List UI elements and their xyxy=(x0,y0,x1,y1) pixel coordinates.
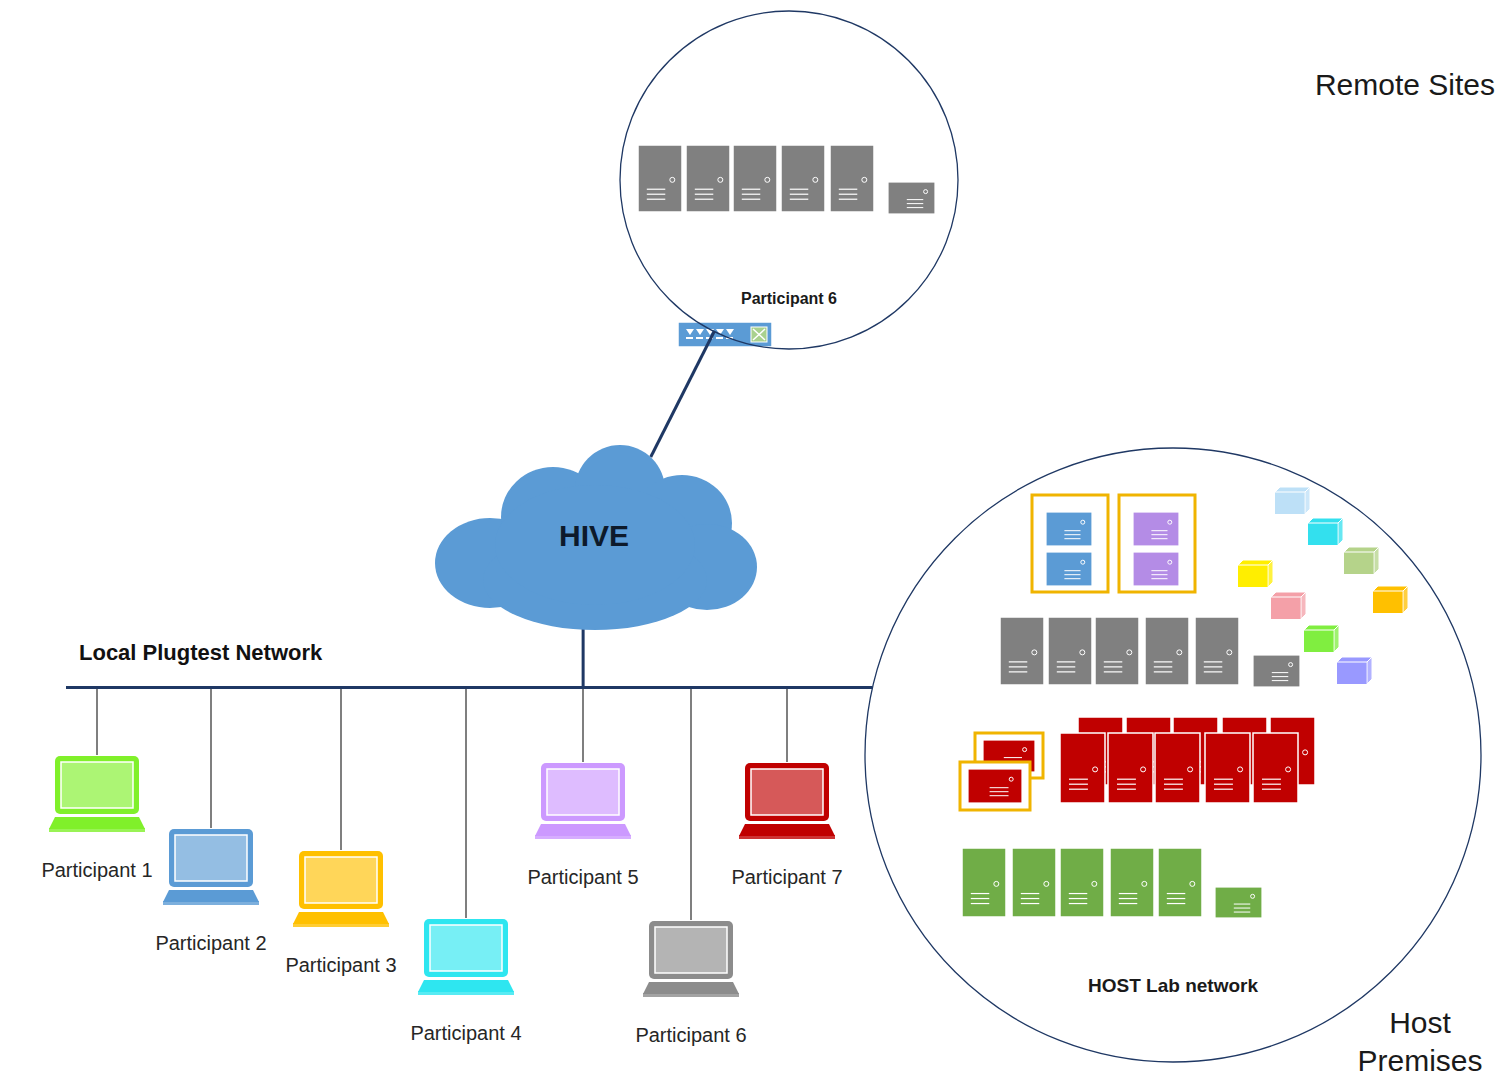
participant-laptop: Participant 2 xyxy=(136,828,286,955)
server-tower xyxy=(962,848,1006,917)
server-tower xyxy=(686,145,730,212)
server-tower xyxy=(1060,848,1104,917)
node-label: HIVE xyxy=(559,519,629,553)
node-label: Participant 3 xyxy=(266,954,416,977)
server-tower xyxy=(781,145,825,212)
host-lab-circle: HOST Lab network xyxy=(864,447,1482,1063)
server-unit xyxy=(1133,512,1179,546)
server-tower xyxy=(1145,617,1189,685)
node-label: Participant 4 xyxy=(391,1022,541,1045)
server-unit xyxy=(968,769,1022,803)
server-unit xyxy=(1046,512,1092,546)
laptop-icon xyxy=(643,920,739,998)
region-label: Remote Sites xyxy=(1255,68,1495,102)
laptop-icon xyxy=(418,918,514,996)
server-tower xyxy=(1048,617,1092,685)
server-tower xyxy=(1095,617,1139,685)
server-unit xyxy=(888,182,935,214)
network-link xyxy=(582,629,585,686)
network-link xyxy=(690,689,692,920)
server-tower xyxy=(1205,733,1250,803)
virtual-machine-cube xyxy=(1337,657,1372,684)
server-tower xyxy=(1108,733,1153,803)
network-switch xyxy=(678,322,772,347)
server-tower xyxy=(1253,733,1298,803)
node-label: HOST Lab network xyxy=(864,975,1482,997)
vm-host-frame xyxy=(1119,495,1195,592)
network-link xyxy=(582,689,584,762)
laptop-icon xyxy=(49,755,145,833)
node-label: Participant 5 xyxy=(508,866,658,889)
virtual-machine-cube xyxy=(1238,560,1273,587)
laptop-icon xyxy=(739,762,835,840)
node-label: Local Plugtest Network xyxy=(79,640,322,666)
cloud: HIVE xyxy=(435,445,757,630)
server-unit xyxy=(1215,887,1262,918)
node-label: Participant 6 xyxy=(616,1024,766,1047)
network-bus: Local Plugtest Network xyxy=(66,686,790,689)
participant-laptop: Participant 7 xyxy=(712,762,862,889)
virtual-machine-cube xyxy=(1344,547,1379,574)
node-label: Participant 7 xyxy=(712,866,862,889)
node-label: Participant 6 xyxy=(619,290,959,308)
virtual-machine-cube xyxy=(1304,625,1339,652)
network-link xyxy=(465,689,467,918)
participant-laptop: Participant 1 xyxy=(22,755,172,882)
circle-outline xyxy=(864,447,1482,1063)
server-tower xyxy=(1158,848,1202,917)
server-tower xyxy=(1012,848,1056,917)
participant-laptop: Participant 5 xyxy=(508,762,658,889)
virtual-machine-cube xyxy=(1271,592,1306,619)
virtual-machine-cube xyxy=(1275,487,1310,514)
network-link xyxy=(790,686,873,689)
server-tower xyxy=(1155,733,1200,803)
server-tower xyxy=(1110,848,1154,917)
server-tower xyxy=(733,145,777,212)
network-link xyxy=(651,332,714,457)
participant-laptop: Participant 4 xyxy=(391,918,541,1045)
server-tower xyxy=(1000,617,1044,685)
node-label: Participant 1 xyxy=(22,859,172,882)
laptop-icon xyxy=(293,850,389,928)
server-tower xyxy=(1060,733,1105,803)
network-link xyxy=(210,689,212,828)
server-unit xyxy=(1046,552,1092,586)
server-unit xyxy=(1253,655,1300,687)
laptop-icon xyxy=(163,828,259,906)
server-tower xyxy=(638,145,682,212)
server-unit xyxy=(1133,552,1179,586)
network-link xyxy=(786,689,788,762)
laptop-icon xyxy=(535,762,631,840)
virtual-machine-cube xyxy=(1308,518,1343,545)
virtual-machine-cube xyxy=(1373,586,1408,613)
participant-laptop: Participant 6 xyxy=(616,920,766,1047)
network-link xyxy=(96,689,98,755)
server-tower xyxy=(1195,617,1239,685)
server-tower xyxy=(830,145,874,212)
network-link xyxy=(340,689,342,850)
vm-host-frame xyxy=(960,762,1030,810)
remote-site-circle: Participant 6 xyxy=(619,10,959,350)
region-label: Host Premises xyxy=(1345,1004,1495,1080)
participant-laptop: Participant 3 xyxy=(266,850,416,977)
node-label: Participant 2 xyxy=(136,932,286,955)
vm-host-frame xyxy=(1032,495,1108,592)
